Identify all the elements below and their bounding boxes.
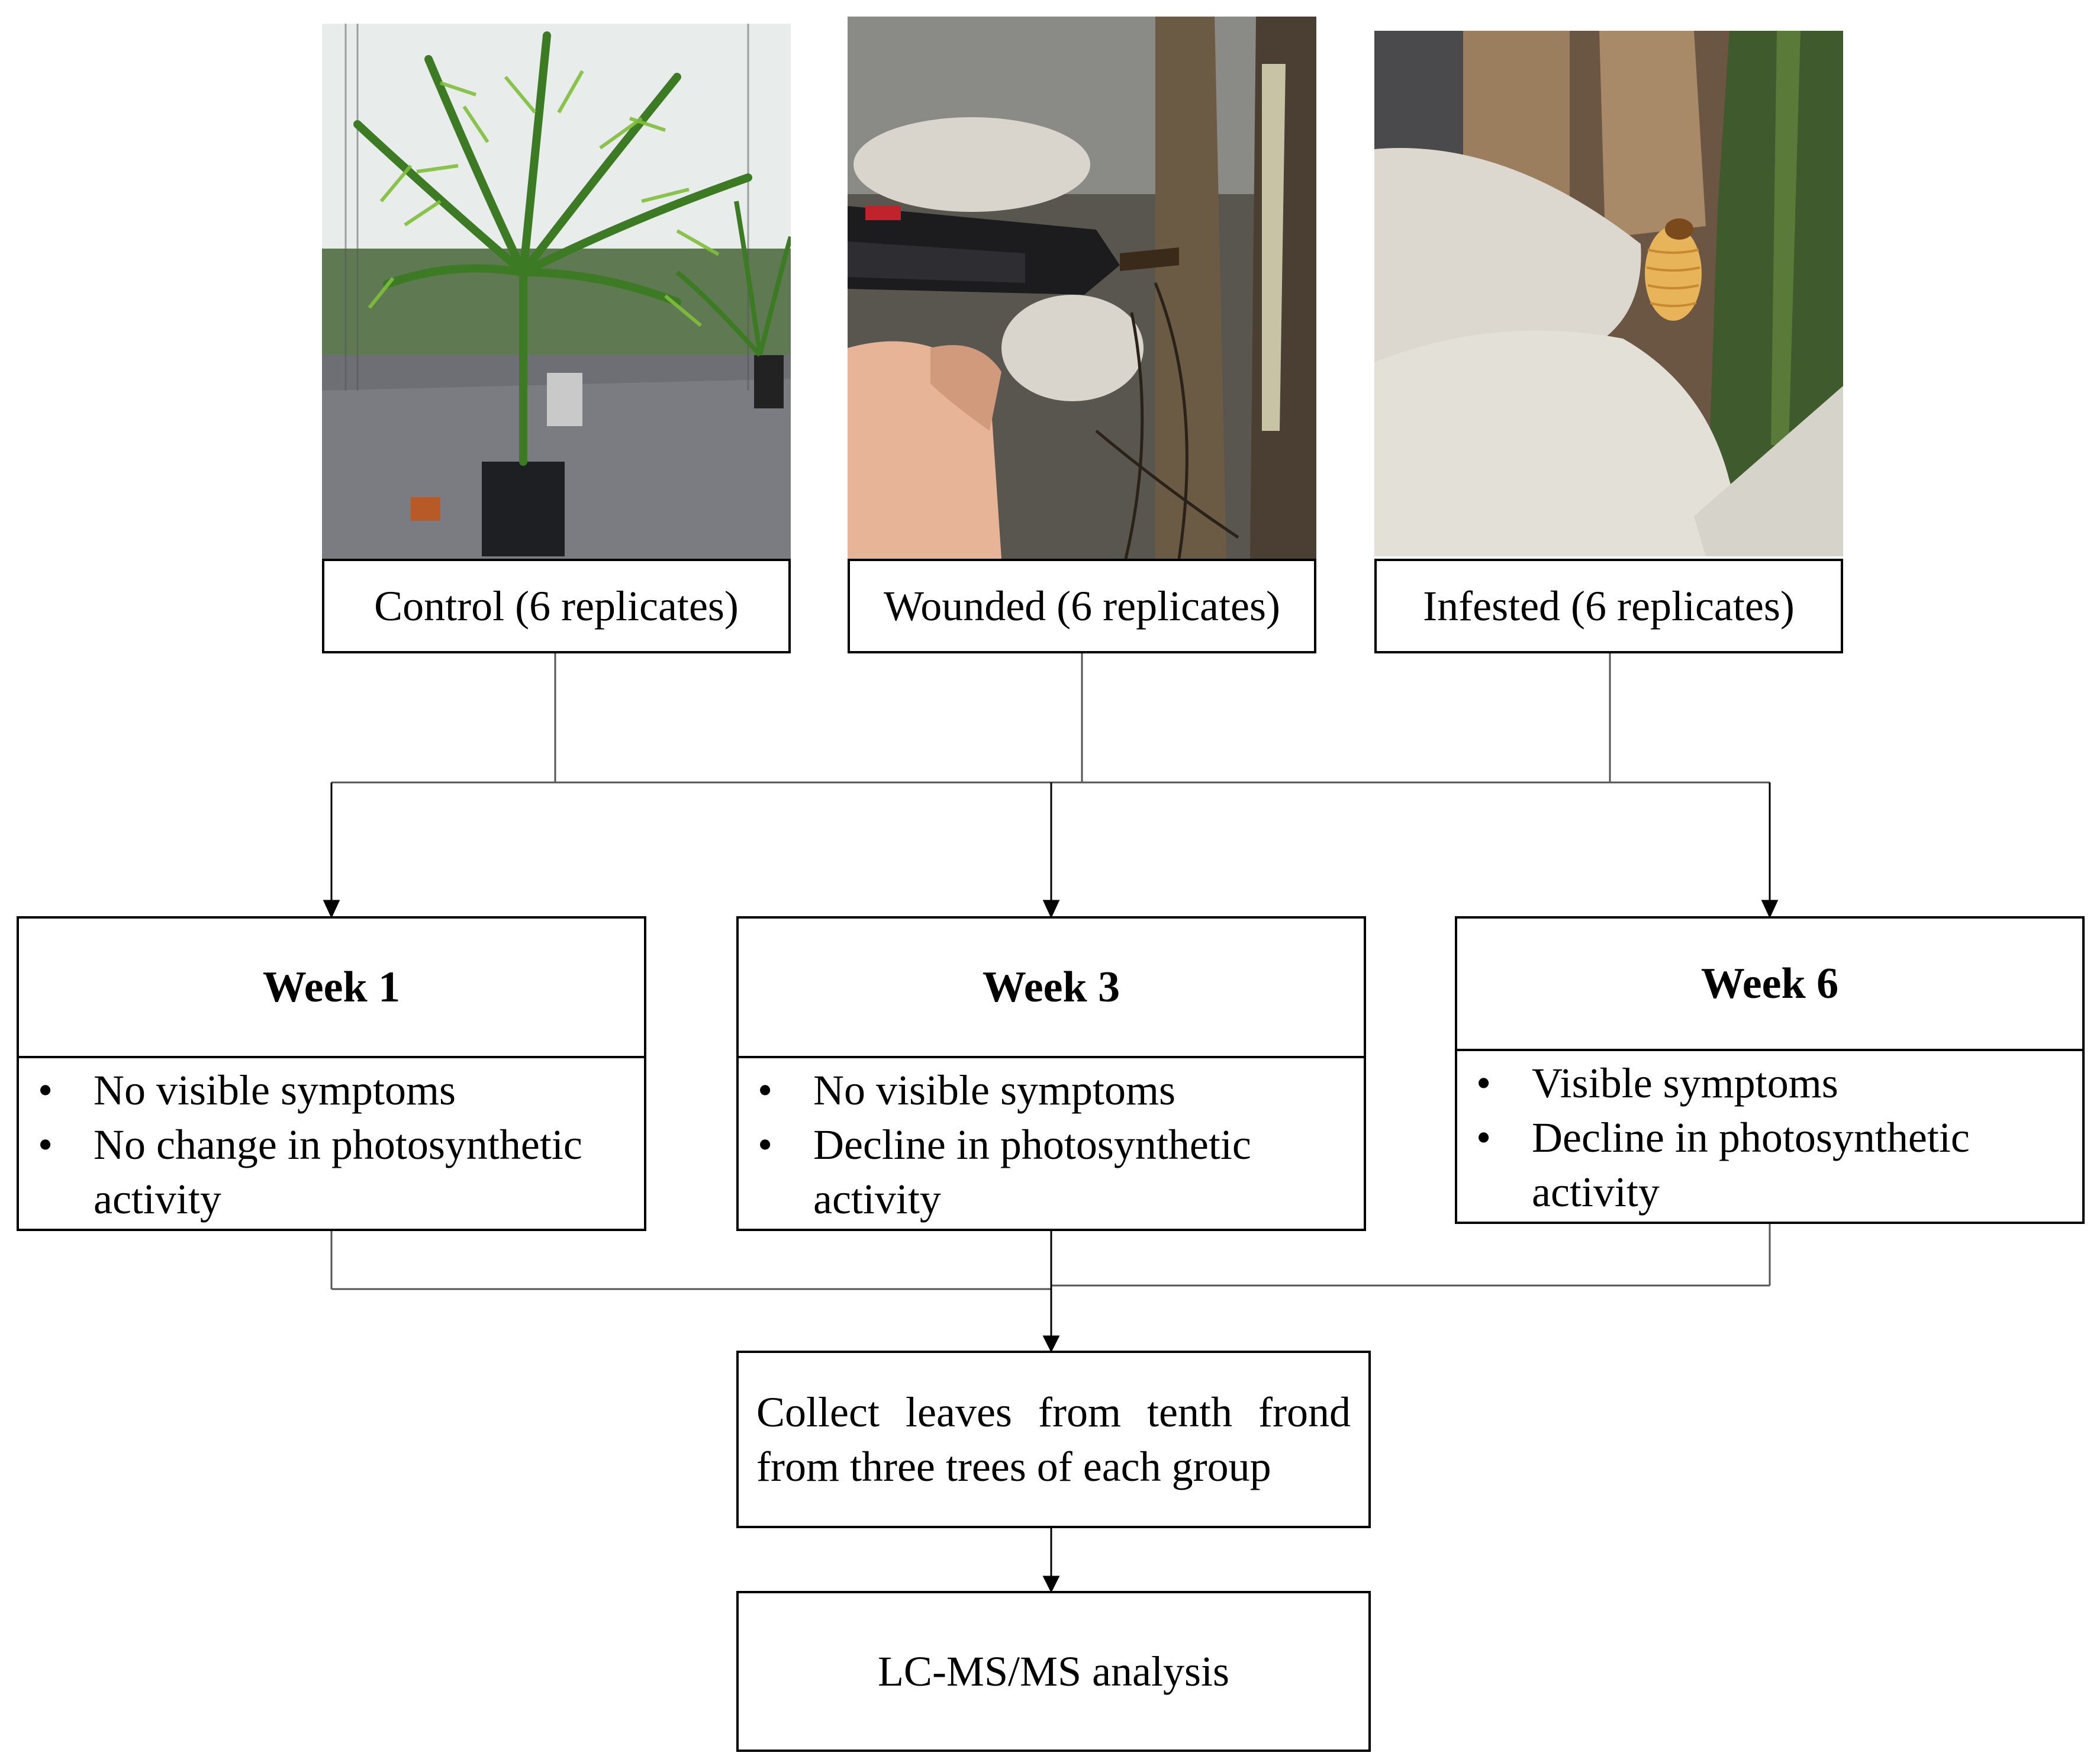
bullet-text: Decline in photosynthetic activity [1532,1114,1970,1216]
bullet-glyph: • [1476,1114,1492,1161]
week-6-bullets: • Visible symptoms • Decline in photosynth… [1457,1056,2082,1219]
bullet-text: No visible symptoms [813,1067,1176,1114]
bullet-glyph: • [38,1067,53,1114]
group-label-infested: Infested (6 replicates) [1423,582,1795,630]
collect-leaves-text: Collect leaves from tenth frond from thr… [756,1388,1351,1490]
analysis-text: LC-MS/MS analysis [877,1648,1230,1695]
bullet-item: • Visible symptoms [1457,1056,2082,1110]
week-box-1: Week 1 • No visible symptoms • No change i… [17,916,646,1231]
week-box-3: Week 3 • No visible symptoms • Decline in … [736,916,1366,1231]
bullet-item: • No visible symptoms [19,1063,644,1117]
bullet-text: No change in photosynthetic activity [94,1121,582,1223]
bullet-item: • Decline in photosynthetic activity [739,1117,1364,1226]
bullet-text: Decline in photosynthetic activity [813,1121,1251,1223]
control-palm-photo [322,24,791,559]
week-box-6: Week 6 • Visible symptoms • Decline in pho… [1455,916,2085,1224]
group-box-wounded: Wounded (6 replicates) [848,559,1316,653]
week-title-1: Week 1 [19,919,644,1058]
week-title-6: Week 6 [1457,919,2082,1051]
bullet-text: No visible symptoms [94,1067,456,1114]
week-3-bullets: • No visible symptoms • Decline in photosy… [739,1063,1364,1226]
wounded-drill-photo [848,17,1316,559]
infested-larva-photo [1374,31,1843,556]
bullet-glyph: • [758,1067,773,1114]
bullet-glyph: • [758,1121,773,1168]
bullet-item: • No change in photosynthetic activity [19,1117,644,1226]
week-title-3: Week 3 [739,919,1364,1058]
bullet-text: Visible symptoms [1532,1059,1838,1107]
group-box-infested: Infested (6 replicates) [1374,559,1843,653]
bullet-glyph: • [1476,1059,1492,1107]
group-box-control: Control (6 replicates) [322,559,791,653]
analysis-box: LC-MS/MS analysis [736,1591,1371,1752]
group-label-wounded: Wounded (6 replicates) [884,582,1280,630]
group-label-control: Control (6 replicates) [374,582,739,630]
bullet-item: • Decline in photosynthetic activity [1457,1110,2082,1219]
week-1-bullets: • No visible symptoms • No change in photo… [19,1063,644,1226]
bullet-glyph: • [38,1121,53,1168]
bullet-item: • No visible symptoms [739,1063,1364,1117]
collect-leaves-box: Collect leaves from tenth frond from thr… [736,1351,1371,1528]
